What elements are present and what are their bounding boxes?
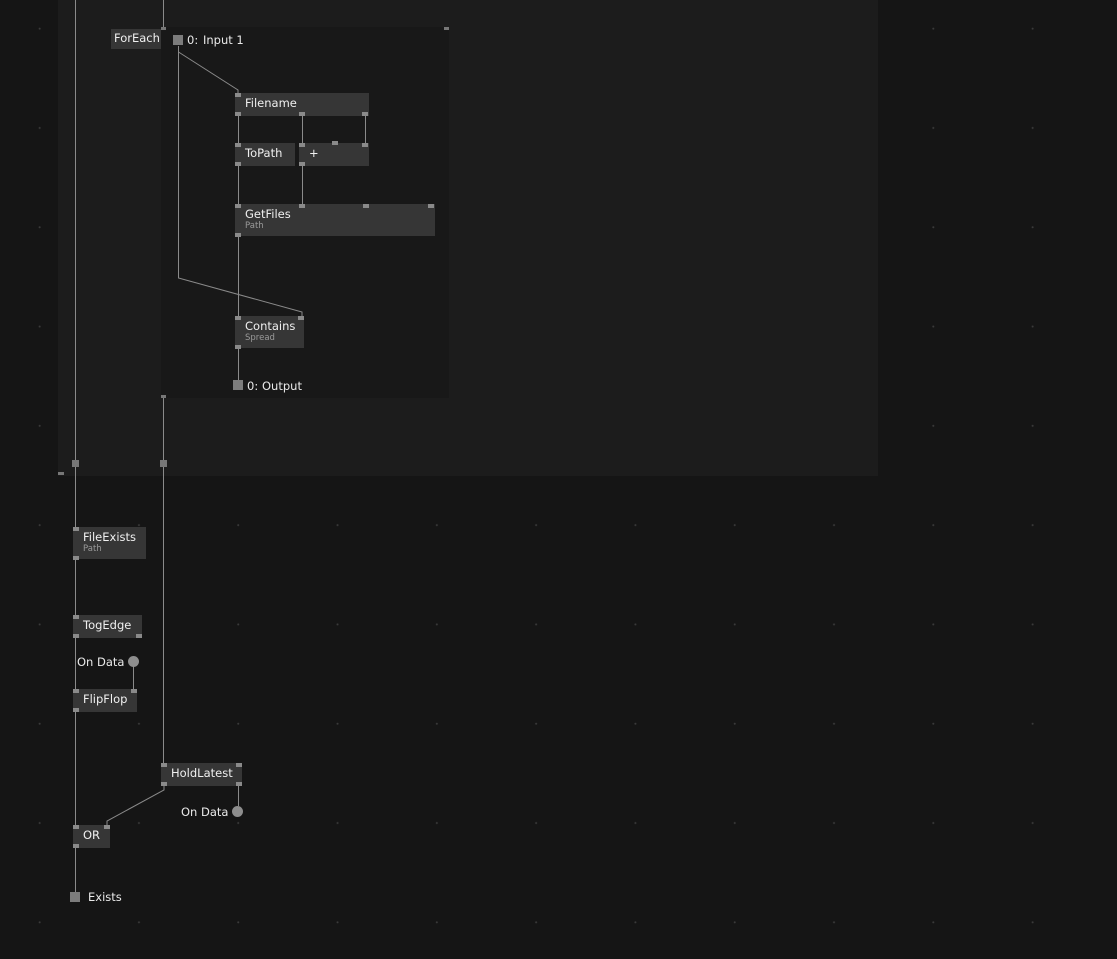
resize-handle[interactable] bbox=[58, 472, 64, 475]
region-pad[interactable] bbox=[161, 395, 166, 398]
node-subtitle: Path bbox=[245, 221, 264, 231]
input-pin[interactable] bbox=[332, 141, 338, 145]
node-title: GetFiles bbox=[245, 207, 291, 221]
input-pin[interactable] bbox=[299, 143, 305, 147]
input-pin[interactable] bbox=[73, 825, 79, 829]
node-title: FileExists bbox=[83, 530, 137, 544]
output-pin[interactable] bbox=[235, 112, 241, 116]
input-pin[interactable] bbox=[298, 316, 304, 320]
region-pad[interactable] bbox=[160, 460, 167, 467]
node-title: HoldLatest bbox=[171, 766, 233, 780]
input-pin[interactable] bbox=[73, 689, 79, 693]
on-data-pin[interactable] bbox=[232, 806, 243, 817]
node-title: Contains bbox=[245, 319, 296, 333]
node-title: TogEdge bbox=[83, 618, 132, 632]
output-pin[interactable] bbox=[73, 556, 79, 560]
output-pin[interactable] bbox=[362, 112, 368, 116]
input-pin[interactable] bbox=[161, 763, 167, 767]
region-output-pad[interactable] bbox=[233, 380, 243, 390]
node-title: ToPath bbox=[245, 146, 283, 160]
input-pin[interactable] bbox=[236, 763, 242, 767]
togedge-on-data-label: On Data bbox=[77, 655, 125, 669]
output-pin[interactable] bbox=[73, 708, 79, 712]
holdlatest-on-data-label: On Data bbox=[181, 805, 229, 819]
input-pin[interactable] bbox=[362, 143, 368, 147]
output-pin[interactable] bbox=[299, 162, 305, 166]
node-subtitle: Path bbox=[83, 544, 102, 554]
region-output-name: Output bbox=[262, 379, 302, 393]
output-pin[interactable] bbox=[236, 782, 242, 786]
input-pin[interactable] bbox=[235, 143, 241, 147]
wire bbox=[178, 46, 303, 317]
output-pin[interactable] bbox=[299, 112, 305, 116]
output-pin[interactable] bbox=[235, 233, 241, 237]
node-title: + bbox=[309, 146, 319, 160]
input-pin[interactable] bbox=[428, 204, 434, 208]
input-pin[interactable] bbox=[73, 527, 79, 531]
region-pad[interactable] bbox=[72, 460, 79, 467]
wire bbox=[178, 51, 239, 94]
region-output-index: 0: bbox=[247, 379, 259, 393]
region-input-name: Input 1 bbox=[203, 33, 244, 47]
input-pin[interactable] bbox=[363, 204, 369, 208]
resize-handle[interactable] bbox=[444, 27, 449, 30]
node-title: FlipFlop bbox=[83, 692, 128, 706]
region-input-index: 0: bbox=[187, 33, 199, 47]
output-pin[interactable] bbox=[136, 634, 142, 638]
input-pin[interactable] bbox=[131, 689, 137, 693]
on-data-pin[interactable] bbox=[128, 656, 139, 667]
output-pin[interactable] bbox=[73, 844, 79, 848]
input-pin[interactable] bbox=[235, 93, 241, 97]
region-pad[interactable] bbox=[161, 27, 166, 30]
input-pin[interactable] bbox=[299, 204, 305, 208]
holdlatest-node[interactable]: HoldLatest bbox=[161, 763, 242, 786]
topath-node[interactable]: ToPath bbox=[235, 143, 295, 166]
togedge-node[interactable]: TogEdge bbox=[73, 615, 142, 638]
getfiles-node[interactable]: GetFiles Path bbox=[235, 204, 435, 236]
input-pin[interactable] bbox=[235, 316, 241, 320]
foreach-node[interactable]: ForEach bbox=[111, 29, 161, 49]
foreach-label: ForEach bbox=[114, 31, 160, 45]
output-pin[interactable] bbox=[235, 162, 241, 166]
output-pin[interactable] bbox=[73, 634, 79, 638]
region-input-pad[interactable] bbox=[173, 35, 183, 45]
node-subtitle: Spread bbox=[245, 333, 275, 343]
node-title: OR bbox=[83, 828, 101, 842]
input-pin[interactable] bbox=[235, 204, 241, 208]
or-node[interactable]: OR bbox=[73, 825, 110, 848]
input-pin[interactable] bbox=[73, 615, 79, 619]
wire bbox=[106, 786, 165, 826]
exists-output-label: Exists bbox=[88, 890, 122, 904]
filename-node[interactable]: Filename bbox=[235, 93, 369, 116]
output-pin[interactable] bbox=[235, 345, 241, 349]
flipflop-node[interactable]: FlipFlop bbox=[73, 689, 137, 712]
contains-node[interactable]: Contains Spread bbox=[235, 316, 304, 348]
exists-output-pad[interactable] bbox=[70, 892, 80, 902]
plus-node[interactable]: + bbox=[299, 143, 369, 166]
input-pin[interactable] bbox=[104, 825, 110, 829]
fileexists-node[interactable]: FileExists Path bbox=[73, 527, 146, 559]
output-pin[interactable] bbox=[161, 782, 167, 786]
node-title: Filename bbox=[245, 96, 297, 110]
